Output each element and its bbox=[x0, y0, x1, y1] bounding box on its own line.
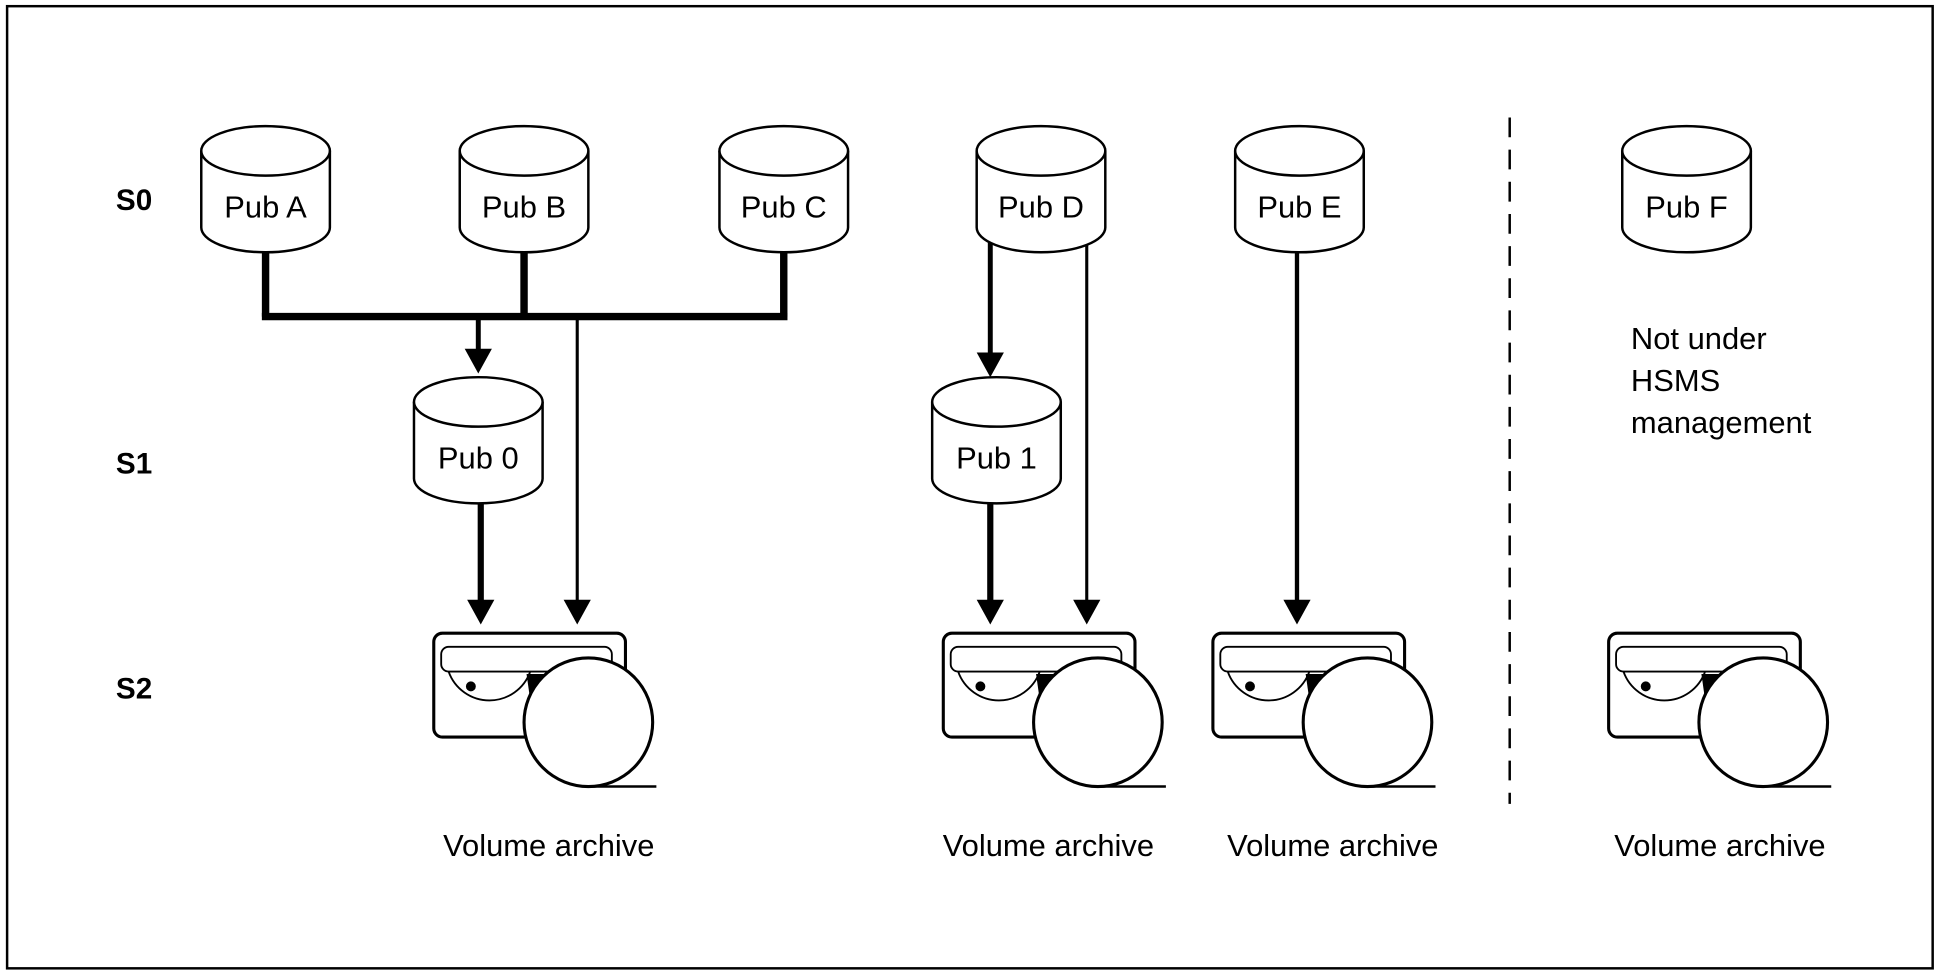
arrow-head bbox=[976, 599, 1004, 625]
disk-pub-1: Pub 1 bbox=[930, 375, 1063, 505]
note-line-1: Not under bbox=[1631, 321, 1767, 356]
tape-small-reel bbox=[447, 671, 532, 702]
cylinder-body bbox=[1621, 150, 1753, 254]
tape-reel-hub bbox=[465, 681, 476, 692]
tape-large-reel bbox=[522, 656, 655, 789]
cylinder-top bbox=[930, 375, 1063, 428]
tape-small-reel bbox=[957, 671, 1041, 702]
cylinder-top bbox=[1621, 124, 1753, 177]
arrow-head bbox=[1283, 599, 1311, 625]
disk-label: Pub 0 bbox=[438, 441, 519, 476]
connections bbox=[261, 241, 1311, 625]
cylinder-body bbox=[458, 150, 590, 254]
cylinder-body bbox=[975, 150, 1107, 254]
cylinder-top bbox=[1233, 124, 1366, 177]
level-label-s2: S2 bbox=[116, 673, 152, 706]
tape-large-reel bbox=[1301, 656, 1434, 789]
volume-archive-label: Volume archive bbox=[1227, 828, 1438, 863]
cylinder-body bbox=[718, 150, 850, 254]
note-line-2: HSMS bbox=[1631, 363, 1720, 398]
cylinder-top bbox=[200, 124, 332, 177]
cylinder-body bbox=[1233, 150, 1366, 254]
disk-label: Pub D bbox=[998, 190, 1084, 225]
volume-archive-4 bbox=[1607, 631, 1832, 789]
disk-pub-a: Pub A bbox=[200, 124, 332, 254]
cylinder-body bbox=[200, 150, 332, 254]
arrow-head bbox=[1073, 599, 1101, 625]
disk-pub-d: Pub D bbox=[975, 124, 1107, 254]
arrow-head bbox=[464, 348, 492, 374]
disk-label: Pub B bbox=[482, 190, 566, 225]
cylinder-top bbox=[718, 124, 850, 177]
arrow-head bbox=[976, 352, 1004, 378]
tape-reel-hub bbox=[1640, 681, 1651, 692]
level-label-s1: S1 bbox=[116, 448, 152, 481]
cylinder-body bbox=[930, 401, 1063, 505]
disk-label: Pub E bbox=[1257, 190, 1341, 225]
disk-label: Pub 1 bbox=[956, 441, 1037, 476]
arrow-head bbox=[563, 599, 591, 625]
level-label-s0: S0 bbox=[116, 184, 152, 217]
disk-pub-e: Pub E bbox=[1233, 124, 1366, 254]
cylinder-body bbox=[412, 401, 544, 505]
frame-border bbox=[5, 4, 1934, 970]
cylinder-top bbox=[458, 124, 590, 177]
disk-label: Pub A bbox=[224, 190, 307, 225]
volume-archive-1 bbox=[432, 631, 657, 789]
cylinder-top bbox=[412, 375, 544, 428]
tape-small-reel bbox=[1226, 671, 1311, 702]
tape-reel-hub bbox=[1245, 681, 1255, 692]
volume-archive-label: Volume archive bbox=[943, 828, 1154, 863]
disk-label: Pub C bbox=[741, 190, 827, 225]
disk-label: Pub F bbox=[1645, 190, 1727, 225]
storage-objects: Pub A Pub B Pub C Pub D Pub E Pub F Pub 0 Pub 1… bbox=[200, 124, 1832, 863]
volume-archive-label: Volume archive bbox=[1614, 828, 1825, 863]
note-line-3: management bbox=[1631, 405, 1812, 440]
tape-small-reel bbox=[1622, 671, 1706, 702]
disk-pub-0: Pub 0 bbox=[412, 375, 544, 505]
disk-pub-b: Pub B bbox=[458, 124, 590, 254]
volume-archive-label: Volume archive bbox=[443, 828, 654, 863]
volume-archive-2 bbox=[941, 631, 1166, 789]
arrow-head bbox=[467, 599, 495, 625]
tape-large-reel bbox=[1697, 656, 1830, 789]
disk-pub-f: Pub F bbox=[1621, 124, 1753, 254]
cylinder-top bbox=[975, 124, 1107, 177]
tape-reel-hub bbox=[975, 681, 986, 692]
disk-pub-c: Pub C bbox=[718, 124, 850, 254]
tape-large-reel bbox=[1032, 656, 1164, 789]
volume-archive-3 bbox=[1211, 631, 1436, 789]
